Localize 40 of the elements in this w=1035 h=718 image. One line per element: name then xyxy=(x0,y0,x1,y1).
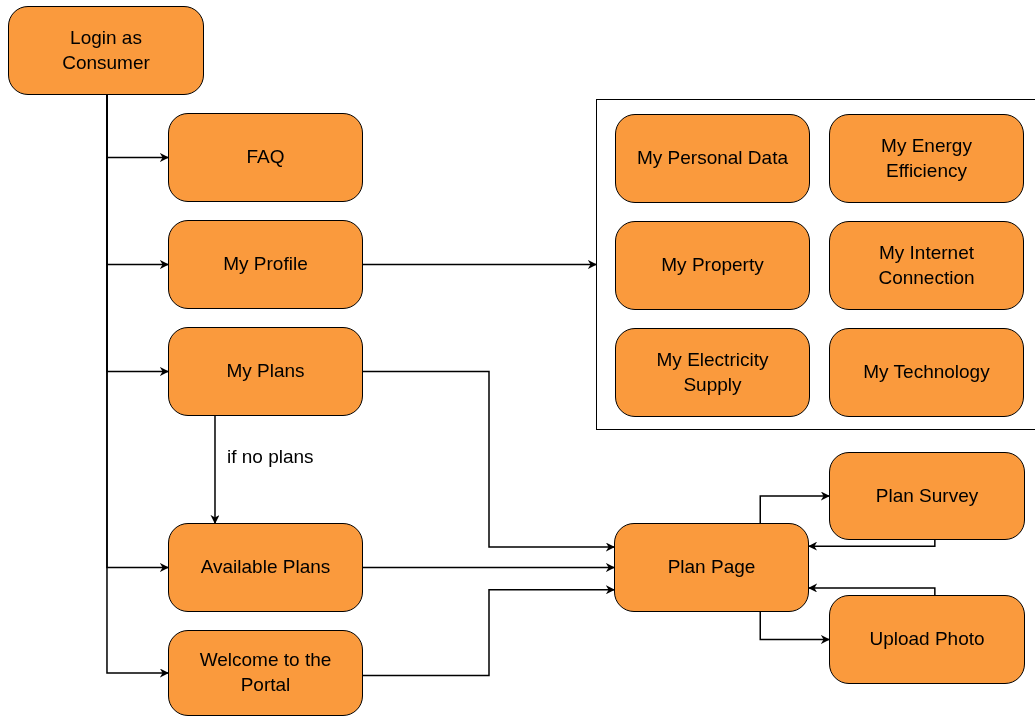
arrow xyxy=(362,563,615,572)
box-label: FAQ xyxy=(245,145,286,170)
arrow xyxy=(362,370,615,552)
box-label: My Electricity Supply xyxy=(655,347,770,397)
process-box xyxy=(829,452,1025,540)
box-label: My Energy Efficiency xyxy=(880,133,973,183)
box-label: My Plans xyxy=(225,359,306,384)
arrow xyxy=(362,585,615,677)
box-label: My Internet Connection xyxy=(877,240,976,290)
box-label: Available Plans xyxy=(199,555,332,580)
process-box xyxy=(168,220,363,309)
process-box xyxy=(829,114,1024,203)
process-box xyxy=(168,113,363,202)
arrow xyxy=(759,491,830,524)
box-label: Upload Photo xyxy=(868,627,986,652)
box-label: My Technology xyxy=(862,360,991,385)
box-label: My Personal Data xyxy=(636,146,789,171)
arrow xyxy=(808,583,936,596)
process-box xyxy=(615,328,810,417)
box-label: Login as Consumer xyxy=(61,25,151,75)
process-box xyxy=(615,114,810,203)
arrow xyxy=(808,539,936,551)
process-box xyxy=(168,630,363,716)
box-label: Welcome to the Portal xyxy=(198,648,333,697)
process-box xyxy=(829,595,1025,684)
process-box xyxy=(829,328,1024,417)
arrow xyxy=(362,260,597,269)
group-frame xyxy=(596,99,1035,430)
box-label: My Profile xyxy=(222,252,309,277)
process-box xyxy=(168,327,363,416)
box-label: Plan Survey xyxy=(874,483,980,508)
arrow xyxy=(759,611,830,644)
process-box xyxy=(829,221,1024,310)
process-box xyxy=(8,6,204,95)
box-label: Plan Page xyxy=(666,555,757,580)
process-box xyxy=(614,523,809,612)
process-box xyxy=(168,523,363,612)
arrow xyxy=(210,415,220,524)
process-box xyxy=(615,221,810,310)
box-label: My Property xyxy=(660,253,765,278)
